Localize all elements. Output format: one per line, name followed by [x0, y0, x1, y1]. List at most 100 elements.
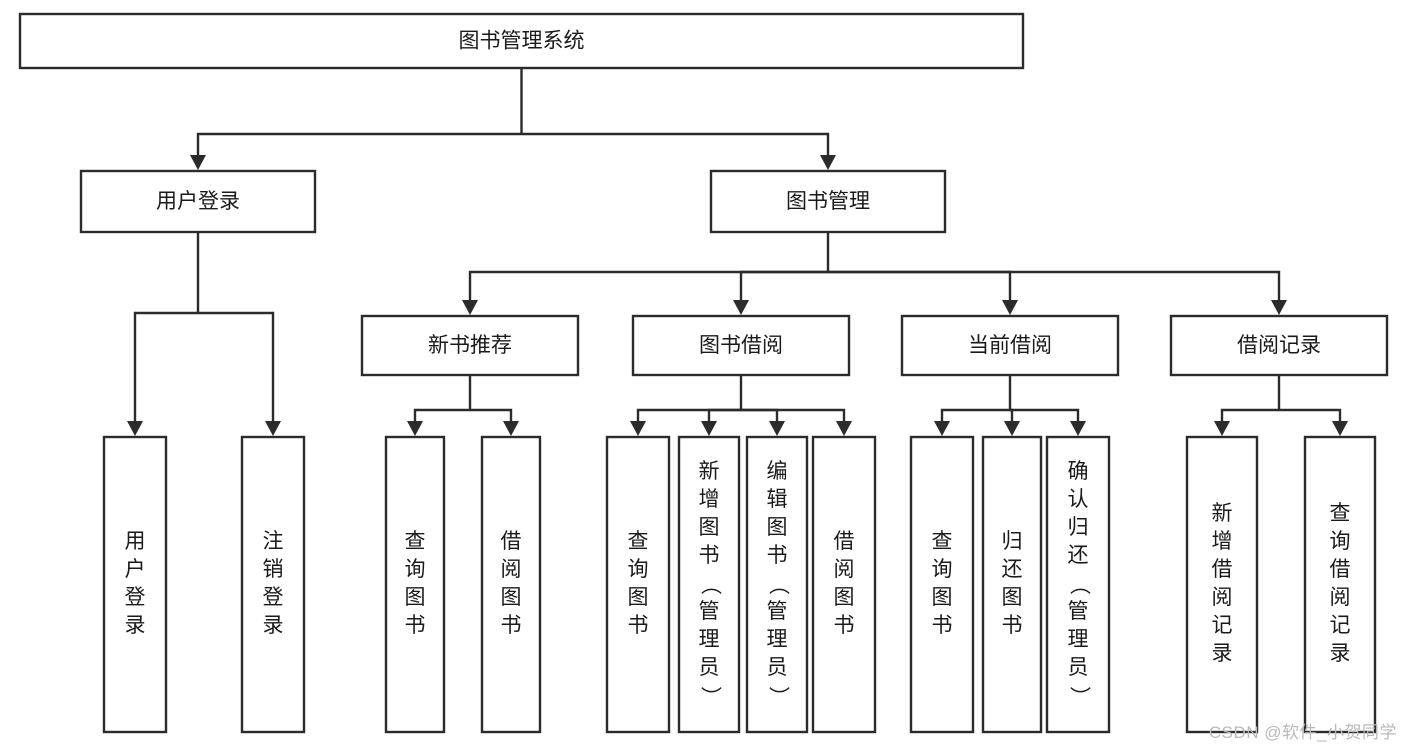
node-leaf-return-book-label-char: 书 — [1002, 614, 1023, 637]
node-leaf-borrow-book-1-label-char: 图 — [501, 586, 522, 609]
connector-line — [133, 311, 198, 421]
node-leaf-add-record-label-char: 借 — [1212, 558, 1233, 581]
arrow-head-icon — [1004, 421, 1020, 436]
node-leaf-return-book-label-char: 还 — [1002, 558, 1023, 581]
node-leaf-query-record-box[interactable] — [1303, 435, 1377, 734]
node-user-login[interactable]: 用户登录 — [79, 169, 317, 234]
arrow-head-icon — [1214, 421, 1230, 436]
node-user-login-box[interactable] — [79, 169, 317, 234]
node-leaf-query-book-1-box[interactable] — [384, 435, 446, 734]
node-borrow-record[interactable]: 借阅记录 — [1169, 314, 1389, 377]
node-leaf-query-record-label-char: 记 — [1330, 614, 1351, 637]
node-root-book-management-system[interactable]: 图书管理系统 — [18, 12, 1025, 70]
node-leaf-add-book-label-char: 理 — [699, 628, 720, 651]
arrow-head-icon — [1271, 300, 1287, 315]
connector-line — [1010, 408, 1080, 421]
connector-book-manage-to-book-borrow — [733, 270, 828, 315]
node-book-manage-box[interactable] — [709, 169, 947, 234]
node-leaf-borrow-book-1-label-char: 阅 — [501, 558, 522, 581]
node-leaf-query-book-2-label-char: 书 — [628, 614, 649, 637]
nodes-layer: 图书管理系统用户登录图书管理新书推荐图书借阅当前借阅借阅记录用户登录注销登录查询… — [18, 12, 1389, 734]
node-root-book-management-system-label: 图书管理系统 — [459, 30, 585, 53]
connector-line — [468, 270, 828, 300]
arrow-head-icon — [1332, 421, 1348, 436]
node-root-book-management-system-box[interactable] — [18, 12, 1025, 70]
connector-book-borrow-to-leaf-query-book-2 — [630, 408, 741, 436]
node-leaf-add-record-box[interactable] — [1185, 435, 1259, 734]
node-leaf-add-book-label-char: 书 — [699, 544, 720, 567]
node-leaf-user-login-label-char: 录 — [125, 614, 146, 637]
node-leaf-edit-book-label-char: 书 — [767, 544, 788, 567]
node-leaf-query-book-3-label-char: 查 — [932, 530, 953, 553]
node-leaf-edit-book-box[interactable] — [745, 435, 809, 734]
node-new-book-rec[interactable]: 新书推荐 — [360, 314, 580, 377]
node-leaf-query-book-2-box[interactable] — [605, 435, 671, 734]
arrow-head-icon — [503, 421, 519, 436]
node-current-borrow[interactable]: 当前借阅 — [900, 314, 1120, 377]
node-leaf-user-login-label-char: 用 — [125, 530, 146, 553]
node-leaf-borrow-book-1-box[interactable] — [480, 435, 542, 734]
arrow-head-icon — [769, 421, 785, 436]
node-book-borrow[interactable]: 图书借阅 — [631, 314, 851, 377]
node-leaf-confirm-return-label-char: 归 — [1068, 516, 1089, 539]
node-leaf-logout-login-box[interactable] — [240, 435, 306, 734]
arrow-head-icon — [1070, 421, 1086, 436]
node-leaf-query-book-2-label-char: 询 — [628, 558, 649, 581]
node-new-book-rec-box[interactable] — [360, 314, 580, 377]
connector-line — [1279, 408, 1342, 421]
node-leaf-return-book-box[interactable] — [981, 435, 1043, 734]
node-book-borrow-box[interactable] — [631, 314, 851, 377]
node-leaf-borrow-book-2-label-char: 书 — [834, 614, 855, 637]
node-leaf-query-record-label-char: 借 — [1330, 558, 1351, 581]
connector-new-book-rec-to-leaf-query-book-1 — [407, 408, 470, 436]
node-book-borrow-label: 图书借阅 — [699, 334, 783, 357]
node-leaf-user-login[interactable]: 用户登录 — [102, 435, 168, 734]
connector-user-login-to-leaf-user-login — [127, 311, 198, 436]
node-leaf-edit-book-label-char: 理 — [767, 628, 788, 651]
node-current-borrow-label: 当前借阅 — [968, 334, 1052, 357]
node-leaf-logout-login-label-char: 注 — [263, 530, 284, 553]
node-leaf-edit-book-label-char: 员 — [767, 656, 788, 679]
node-leaf-confirm-return-label-char: 员 — [1068, 656, 1089, 679]
node-leaf-logout-login-label-char: 销 — [263, 558, 284, 581]
connector-line — [470, 408, 513, 421]
node-leaf-confirm-return-box[interactable] — [1045, 435, 1111, 734]
node-leaf-borrow-book-2-label-char: 借 — [834, 530, 855, 553]
node-leaf-user-login-label-char: 户 — [125, 558, 146, 581]
connector-root-to-book-manage — [521, 132, 836, 170]
node-current-borrow-box[interactable] — [900, 314, 1120, 377]
node-leaf-add-record-label-char: 记 — [1212, 614, 1233, 637]
connector-line — [940, 408, 1010, 421]
node-book-manage[interactable]: 图书管理 — [709, 169, 947, 234]
node-leaf-query-book-3-box[interactable] — [909, 435, 975, 734]
arrow-head-icon — [733, 300, 749, 315]
node-leaf-query-book-3-label-char: 询 — [932, 558, 953, 581]
node-leaf-add-record-label-char: 增 — [1212, 530, 1233, 553]
connector-book-manage-to-current-borrow — [828, 270, 1018, 315]
connector-new-book-rec-to-leaf-borrow-book-1 — [470, 408, 519, 436]
node-leaf-confirm-return-label-char: ） — [1067, 686, 1090, 707]
node-leaf-add-book-box[interactable] — [677, 435, 741, 734]
node-leaf-query-book-1-label-char: 查 — [405, 530, 426, 553]
connector-user-login-to-leaf-logout-login — [198, 311, 281, 436]
node-leaf-edit-book-label-char: 图 — [767, 516, 788, 539]
connector-line — [1220, 408, 1279, 421]
connector-line — [196, 132, 522, 155]
connector-line — [739, 270, 828, 300]
node-leaf-borrow-book-2-box[interactable] — [811, 435, 877, 734]
node-leaf-user-login-box[interactable] — [102, 435, 168, 734]
node-borrow-record-box[interactable] — [1169, 314, 1389, 377]
